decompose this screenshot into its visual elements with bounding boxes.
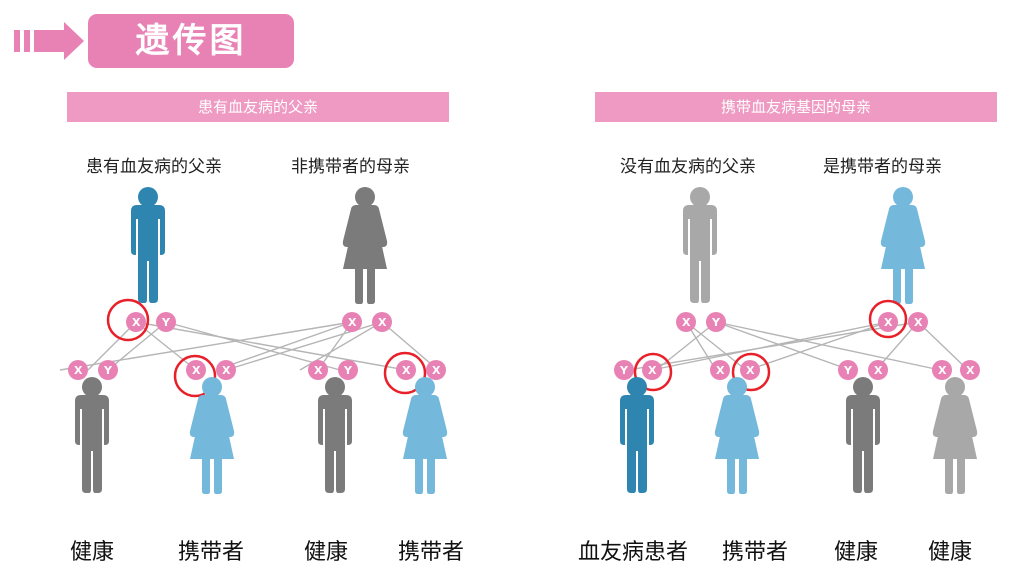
- right-father-label: 没有血友病的父亲: [620, 157, 756, 177]
- right-father-figure-icon: [683, 187, 717, 303]
- chromosome-x-icon: [186, 360, 206, 380]
- highlight-circle: [106, 298, 150, 342]
- chromosome-x-icon: [372, 312, 392, 332]
- left-mother-figure-icon: [342, 187, 388, 304]
- svg-text:X: X: [402, 364, 411, 377]
- header-arrow-icon: [14, 30, 20, 52]
- right-offspring-2-figure-icon: [714, 377, 760, 494]
- svg-text:X: X: [314, 364, 323, 377]
- svg-text:Y: Y: [711, 316, 721, 329]
- chromosome-x-icon: [426, 360, 446, 380]
- svg-text:X: X: [132, 316, 141, 329]
- chromosome-x-icon: [396, 360, 416, 380]
- highlight-circle: [173, 354, 217, 398]
- svg-text:X: X: [682, 316, 691, 329]
- left-banner: 患有血友病的父亲: [67, 92, 449, 122]
- left-offspring-label-3: 健康: [303, 540, 348, 565]
- svg-text:X: X: [966, 364, 975, 377]
- left-offspring-label-1: 健康: [69, 540, 114, 565]
- svg-text:Y: Y: [161, 316, 171, 329]
- svg-text:X: X: [378, 316, 387, 329]
- right-offspring-label-4: 健康: [927, 540, 972, 565]
- header-arrow-icon-head: [64, 22, 84, 60]
- right-offspring-1-figure-icon: [620, 377, 654, 493]
- chromosome-x-icon: [960, 360, 980, 380]
- svg-text:X: X: [74, 364, 83, 377]
- svg-text:Y: Y: [843, 364, 853, 377]
- svg-text:X: X: [348, 316, 357, 329]
- right-offspring-label-1: 血友病患者: [577, 540, 688, 565]
- chromosome-x-icon: [868, 360, 888, 380]
- chromosome-x-icon: [908, 312, 928, 332]
- chromosome-y-icon: [614, 360, 634, 380]
- chromosome-x-icon: [342, 312, 362, 332]
- highlight-circle: [383, 351, 427, 395]
- highlight-circle: [731, 352, 771, 392]
- chromosome-x-icon: [126, 312, 146, 332]
- left-father-figure-icon: [131, 187, 165, 303]
- left-offspring-4-figure-icon: [402, 377, 448, 494]
- left-offspring-3-figure-icon: [318, 377, 352, 493]
- page-title: 遗传图: [88, 14, 294, 68]
- chromosome-x-icon: [68, 360, 88, 380]
- highlight-circle: [868, 299, 908, 339]
- left-offspring-label-4: 携带者: [397, 540, 464, 565]
- chromosome-x-icon: [740, 360, 760, 380]
- chromosome-x-icon: [216, 360, 236, 380]
- chromosome-x-icon: [932, 360, 952, 380]
- svg-text:X: X: [432, 364, 441, 377]
- svg-text:X: X: [746, 364, 755, 377]
- chromosome-x-icon: [642, 360, 662, 380]
- highlight-circle: [633, 352, 673, 392]
- chromosome-y-icon: [98, 360, 118, 380]
- chromosome-x-icon: [878, 312, 898, 332]
- svg-text:Y: Y: [343, 364, 353, 377]
- chromosome-y-icon: [838, 360, 858, 380]
- chromosome-x-icon: [676, 312, 696, 332]
- chromosome-y-icon: [706, 312, 726, 332]
- header-arrow-icon-body: [34, 30, 64, 52]
- svg-text:Y: Y: [103, 364, 113, 377]
- right-mother-label: 是携带者的母亲: [823, 157, 942, 177]
- svg-text:X: X: [938, 364, 947, 377]
- header-arrow-icon-stripe: [24, 30, 30, 52]
- svg-text:Y: Y: [619, 364, 629, 377]
- right-mother-figure-icon: [880, 187, 926, 304]
- left-father-label: 患有血友病的父亲: [86, 157, 222, 177]
- left-offspring-2-figure-icon: [189, 377, 235, 494]
- chromosome-y-icon: [156, 312, 176, 332]
- right-offspring-label-3: 健康: [833, 540, 878, 565]
- chromosome-x-icon: [710, 360, 730, 380]
- left-offspring-label-2: 携带者: [177, 540, 244, 565]
- chromosome-x-icon: [308, 360, 328, 380]
- svg-text:X: X: [874, 364, 883, 377]
- left-mother-label: 非携带者的母亲: [291, 157, 410, 177]
- left-offspring-1-figure-icon: [75, 377, 109, 493]
- right-offspring-label-2: 携带者: [721, 540, 788, 565]
- chromosome-y-icon: [338, 360, 358, 380]
- svg-text:X: X: [648, 364, 657, 377]
- svg-text:X: X: [914, 316, 923, 329]
- svg-text:X: X: [884, 316, 893, 329]
- svg-text:X: X: [222, 364, 231, 377]
- svg-text:X: X: [192, 364, 201, 377]
- right-banner: 携带血友病基因的母亲: [595, 92, 997, 122]
- right-offspring-3-figure-icon: [846, 377, 880, 493]
- svg-text:X: X: [716, 364, 725, 377]
- right-offspring-4-figure-icon: [932, 377, 978, 494]
